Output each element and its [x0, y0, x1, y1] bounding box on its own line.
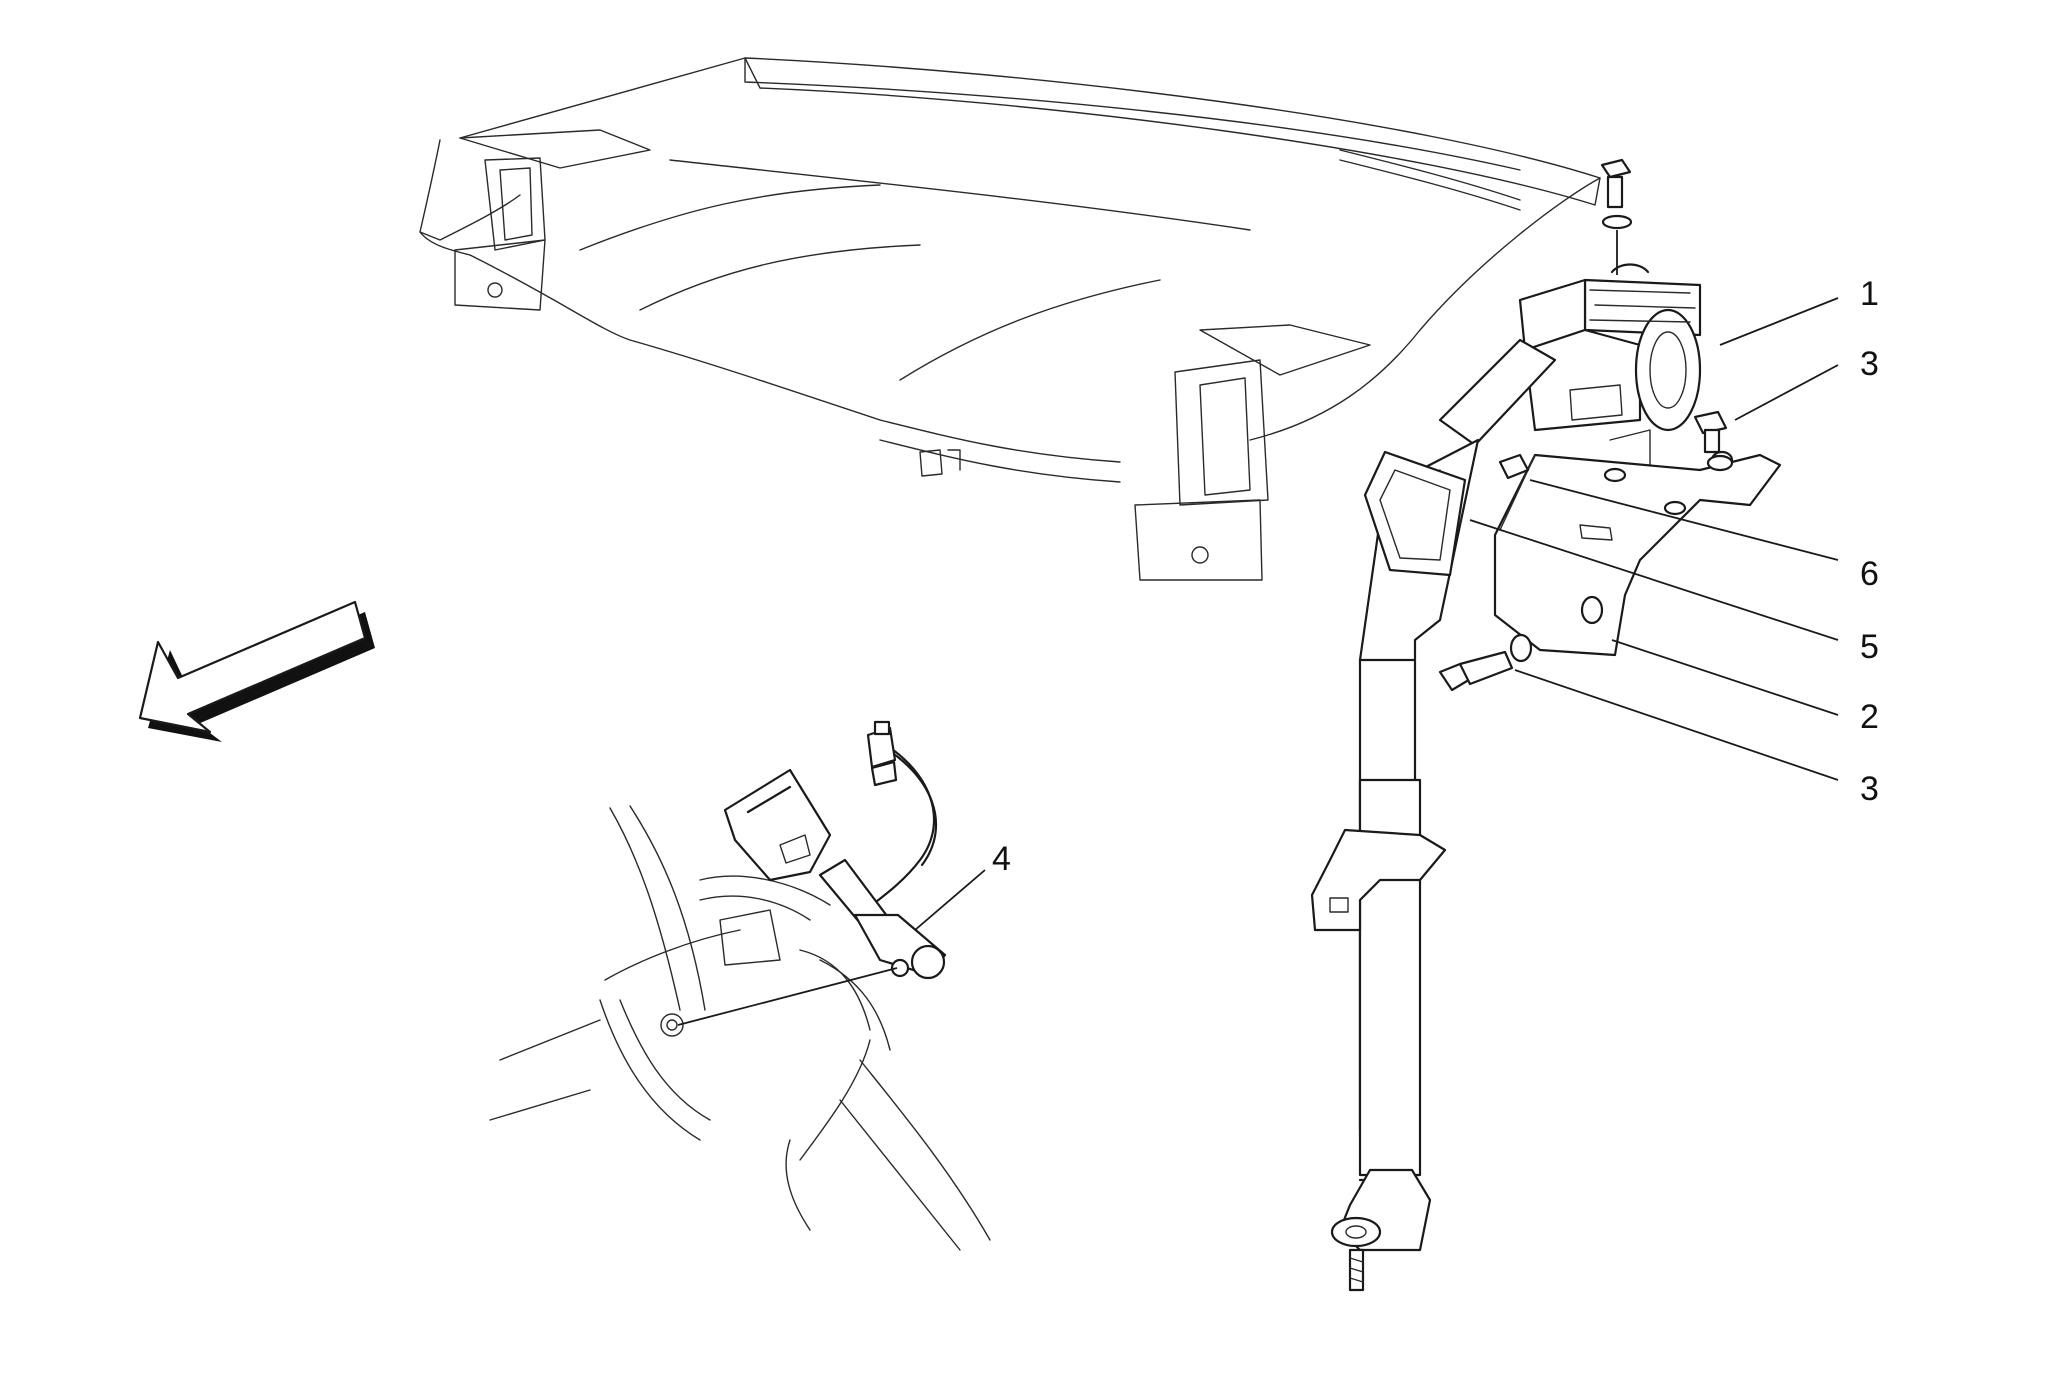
leader-lines: [914, 297, 1839, 931]
front-direction-arrow-icon: [138, 600, 375, 742]
callout-labels: 1 3 6 5 2 3 4: [992, 275, 1879, 878]
bolt-retractor-side: [1693, 410, 1734, 472]
callout-1: 1: [1860, 275, 1879, 313]
rear-seat-outline: [489, 805, 991, 1251]
seat-belt-buckle-assembly: [677, 720, 947, 1026]
rear-parcel-shelf: [419, 57, 1601, 581]
callout-6: 6: [1860, 555, 1879, 593]
bolt-retractor-top: [1600, 158, 1633, 275]
callout-3-top: 3: [1860, 345, 1879, 383]
belt-guide-loop: [1363, 450, 1467, 577]
callout-3-bottom: 3: [1860, 770, 1879, 808]
callout-4: 4: [992, 840, 1011, 878]
bolt-bracket: [1438, 633, 1533, 692]
lower-belt-anchor: [1310, 778, 1447, 1292]
callout-2: 2: [1860, 698, 1879, 736]
callout-5: 5: [1860, 628, 1879, 666]
